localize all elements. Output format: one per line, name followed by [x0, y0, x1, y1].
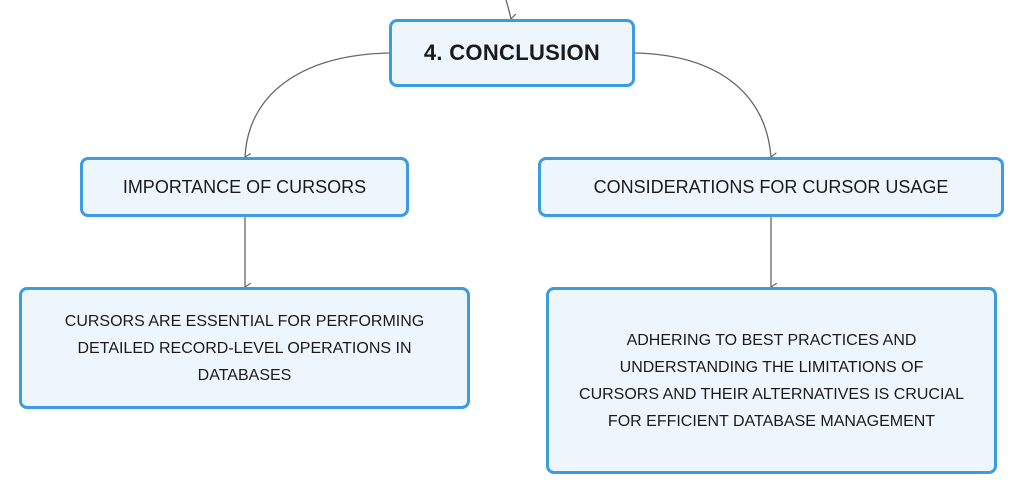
leaf-node-considerations-detail[interactable]: ADHERING TO BEST PRACTICES AND UNDERSTAN…: [546, 287, 997, 474]
branch-node-label: IMPORTANCE OF CURSORS: [122, 176, 367, 197]
branch-node-label: CONSIDERATIONS FOR CURSOR USAGE: [593, 176, 949, 197]
branch-node-considerations-for-cursor-usage[interactable]: CONSIDERATIONS FOR CURSOR USAGE: [538, 157, 1004, 217]
branch-node-importance-of-cursors[interactable]: IMPORTANCE OF CURSORS: [80, 157, 409, 217]
root-node-conclusion[interactable]: 4. CONCLUSION: [389, 19, 635, 87]
root-node-label: 4. CONCLUSION: [423, 40, 601, 65]
leaf-node-text: ADHERING TO BEST PRACTICES AND UNDERSTAN…: [579, 331, 964, 430]
connector-root-to-importance: [245, 52, 390, 157]
leaf-node-text: CURSORS ARE ESSENTIAL FOR PERFORMING DET…: [64, 312, 425, 384]
connector-root-to-considerations: [634, 52, 771, 157]
parent-connector: [505, 0, 511, 19]
leaf-node-importance-detail[interactable]: CURSORS ARE ESSENTIAL FOR PERFORMING DET…: [19, 287, 470, 409]
